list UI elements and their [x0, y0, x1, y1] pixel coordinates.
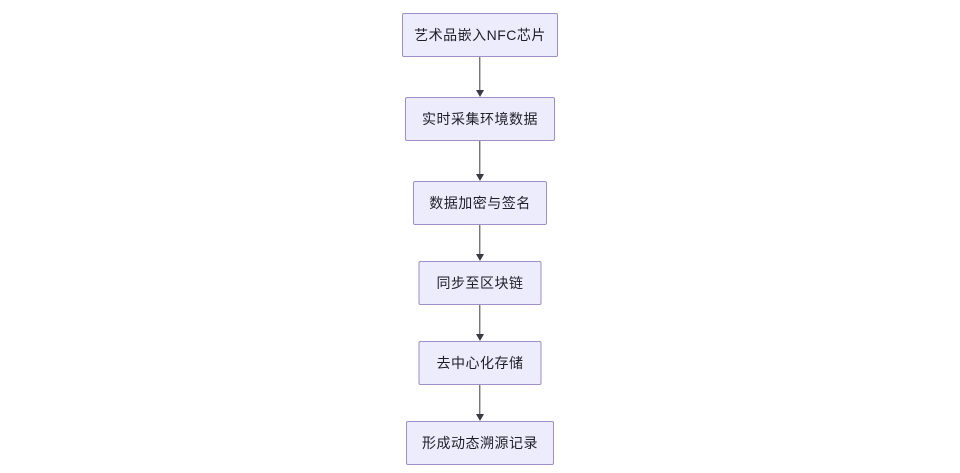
flow-node-label: 形成动态溯源记录 [422, 435, 538, 451]
arrowhead-icon [476, 174, 484, 181]
flow-node-label: 实时采集环境数据 [422, 111, 538, 127]
edge-line [479, 305, 481, 334]
flow-edge-1-to-2 [474, 57, 486, 97]
flow-edge-4-to-5 [474, 305, 486, 341]
flow-edge-3-to-4 [474, 225, 486, 261]
flow-edge-5-to-6 [474, 385, 486, 421]
arrowhead-icon [476, 90, 484, 97]
flow-node-realtime-environment-data[interactable]: 实时采集环境数据 [405, 97, 555, 141]
flow-node-nfc-chip-embedding[interactable]: 艺术品嵌入NFC芯片 [402, 13, 558, 57]
arrowhead-icon [476, 254, 484, 261]
flow-node-label: 数据加密与签名 [429, 195, 531, 211]
edge-line [479, 57, 481, 90]
flow-node-label: 艺术品嵌入NFC芯片 [414, 27, 546, 43]
edge-line [479, 385, 481, 414]
flow-edge-2-to-3 [474, 141, 486, 181]
edge-line [479, 225, 481, 254]
arrowhead-icon [476, 414, 484, 421]
flow-node-label: 同步至区块链 [436, 275, 524, 291]
flow-node-sync-to-blockchain[interactable]: 同步至区块链 [418, 261, 542, 305]
flow-node-label: 去中心化存储 [436, 355, 524, 371]
flow-node-decentralized-storage[interactable]: 去中心化存储 [418, 341, 542, 385]
edge-line [479, 141, 481, 174]
flow-node-data-encryption-signature[interactable]: 数据加密与签名 [413, 181, 547, 225]
flow-node-dynamic-traceability-record[interactable]: 形成动态溯源记录 [406, 421, 554, 465]
arrowhead-icon [476, 334, 484, 341]
